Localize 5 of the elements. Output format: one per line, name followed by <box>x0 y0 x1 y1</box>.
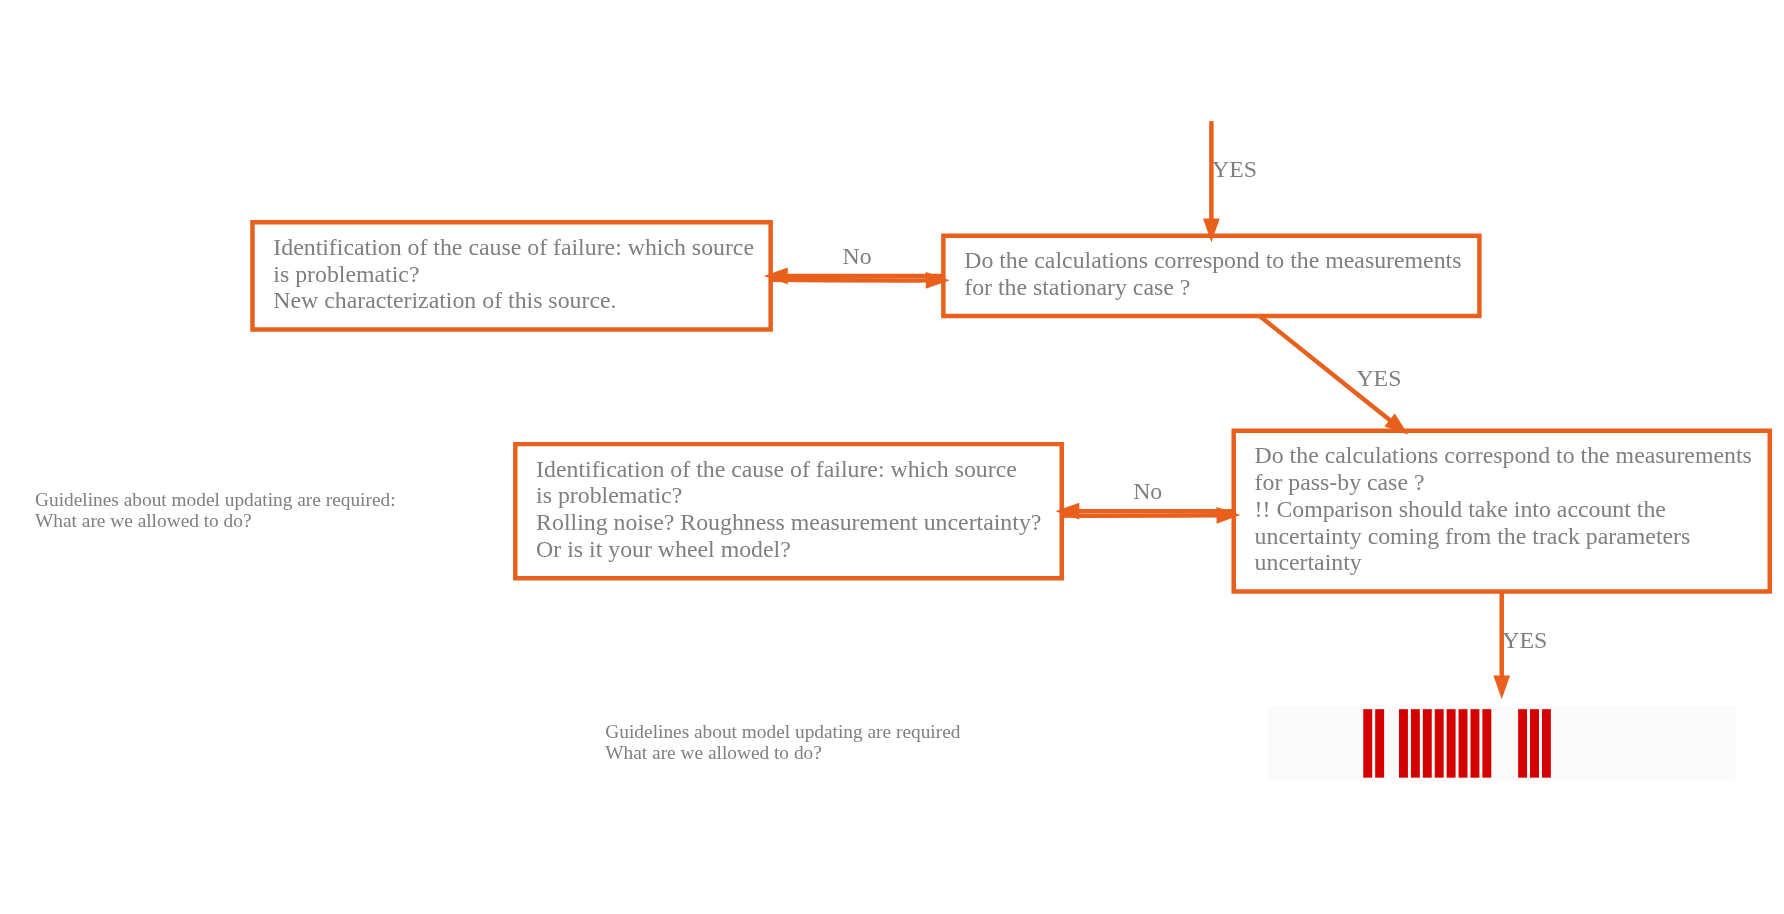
edge-label: No <box>842 242 872 269</box>
edge-label: No <box>1133 477 1163 504</box>
label: Guidelines about model updating are required: What are we allowed to do? <box>35 488 396 531</box>
label: Guidelines about model updating are required What are we allowed to do? <box>605 721 961 763</box>
edge-label: YES <box>1356 364 1402 391</box>
